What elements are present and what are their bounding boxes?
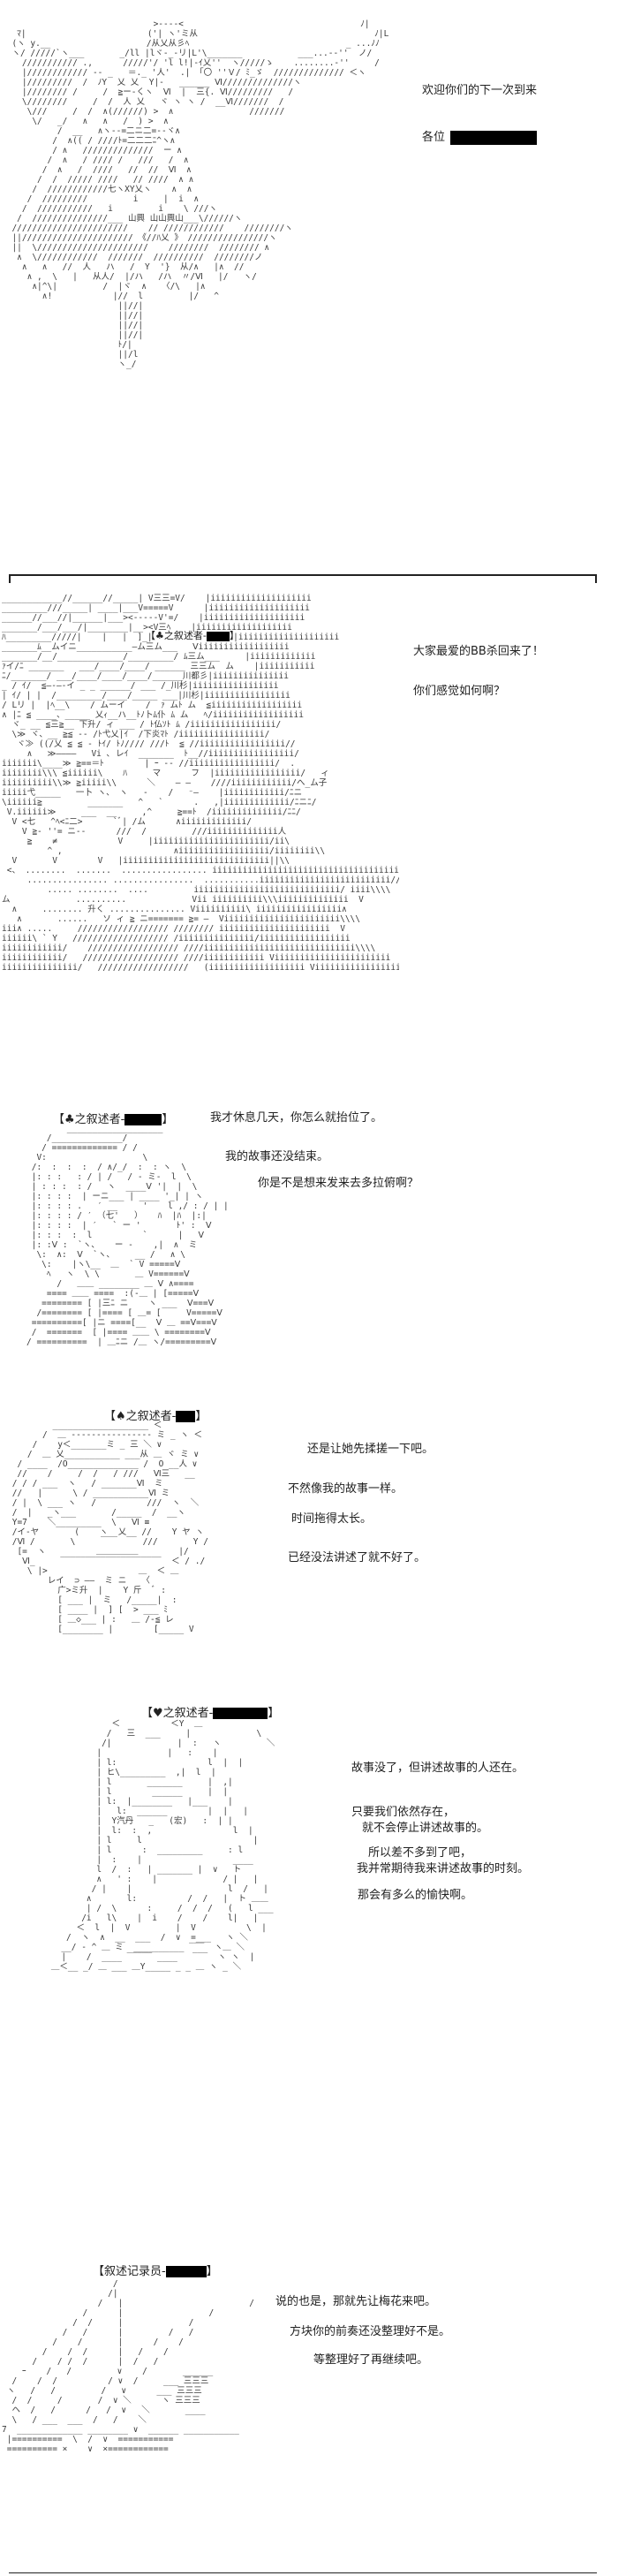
ascii-art-figure-2: ____________//______//_____| V三三=V/ |iii… [2,594,399,973]
dialogue-line: 那会有多么的愉快啊。 [358,1889,473,1902]
bottom-divider [9,2572,597,2573]
dialogue-line: 只要我们依然存在， [351,1806,456,1819]
panel-3: 【♣之叙述者-】 ___________________ /__________… [0,1104,626,1396]
dialogue-line: 大家最爱的BB杀回来了！ [413,645,544,658]
dialogue-line: 我的故事还没结束。 [225,1150,329,1163]
divider-tick-left [9,574,11,583]
panel-divider [9,574,597,576]
dialogue-line: 还是让她先揉搓一下吧。 [307,1443,434,1456]
panel-5: 【♥之叙述者-】 ＜ ＜Y ＿ / 三 ___ | \ /| | : ヽ ＼ |… [0,1687,626,2067]
ascii-art-figure-6: / /| / | / / | / / / | / / / | / / [2,2279,254,2454]
dialogue-line: 不然像我的故事一样。 [288,1482,404,1496]
dialogue-line: 等整理好了再继续吧。 [313,2353,429,2367]
ascii-art-figure-4: ___________________ ＜ / ＿ --------------… [11,1421,208,1634]
dialogue-line: 你是不是想来发来去多拉俯啊？ [258,1177,419,1190]
panel-4: 【♠之叙述者-】 ___________________ ＜ / ＿ -----… [0,1396,626,1687]
dialogue-line: 我才休息几天，你怎么就抬位了。 [210,1111,383,1125]
speaker-label: 【♣之叙述者-】 [146,630,239,641]
speaker-label: 【♠之叙述者-】 [104,1410,207,1423]
ascii-art-figure-5: ＜ ＜Y ＿ / 三 ___ | \ /| | : ヽ ＼ | | : | | … [50,1719,275,1972]
dialogue-line: 时间拖得太长。 [291,1512,373,1526]
ascii-art-figure-3: ___________________ /______________/ / =… [26,1124,229,1347]
redacted-name [450,131,537,145]
dialogue-line: 我并常期待我来讲述故事的时刻。 [357,1862,530,1875]
ascii-art-figure-1: >----< ﾉ| ﾏ| ('| ヽ'ミ从 ﾉ|L (ヽ y.__ /从乂从彡ﾍ… [11,19,389,369]
dialogue-line: 故事没了，但讲述故事的人还在。 [351,1762,524,1775]
dialogue-line: 就不会停止讲述故事的。 [362,1822,489,1835]
panel-1: >----< ﾉ| ﾏ| ('| ヽ'ミ从 ﾉ|L (ヽ y.__ /从乂从彡ﾍ… [0,0,626,548]
dialogue-line: 所以差不多到了吧， [368,1846,472,1860]
dialogue-line: 方块你的前奏还没整理好不是。 [290,2325,451,2338]
panel-2: ____________//______//_____| V三三=V/ |iii… [0,583,626,1104]
panel-6: 【叙述记录员-】 / /| / | / / | / / / | / [0,2262,626,2576]
dialogue-line: 已经没法讲述了就不好了。 [288,1551,426,1565]
dialogue-line: 说的也是，那就先让梅花来吧。 [275,2295,437,2308]
address-text: 各位 [422,131,446,144]
speaker-label: 【叙述记录员-】 [93,2265,218,2278]
welcome-text: 欢迎你们的下一次到来 [422,84,538,97]
divider-tick-right [595,574,597,583]
speaker-label: 【♣之叙述者-】 [53,1113,174,1126]
dialogue-line: 你们感觉如何啊？ [413,685,506,698]
speaker-label: 【♥之叙述者-】 [141,1707,280,1720]
